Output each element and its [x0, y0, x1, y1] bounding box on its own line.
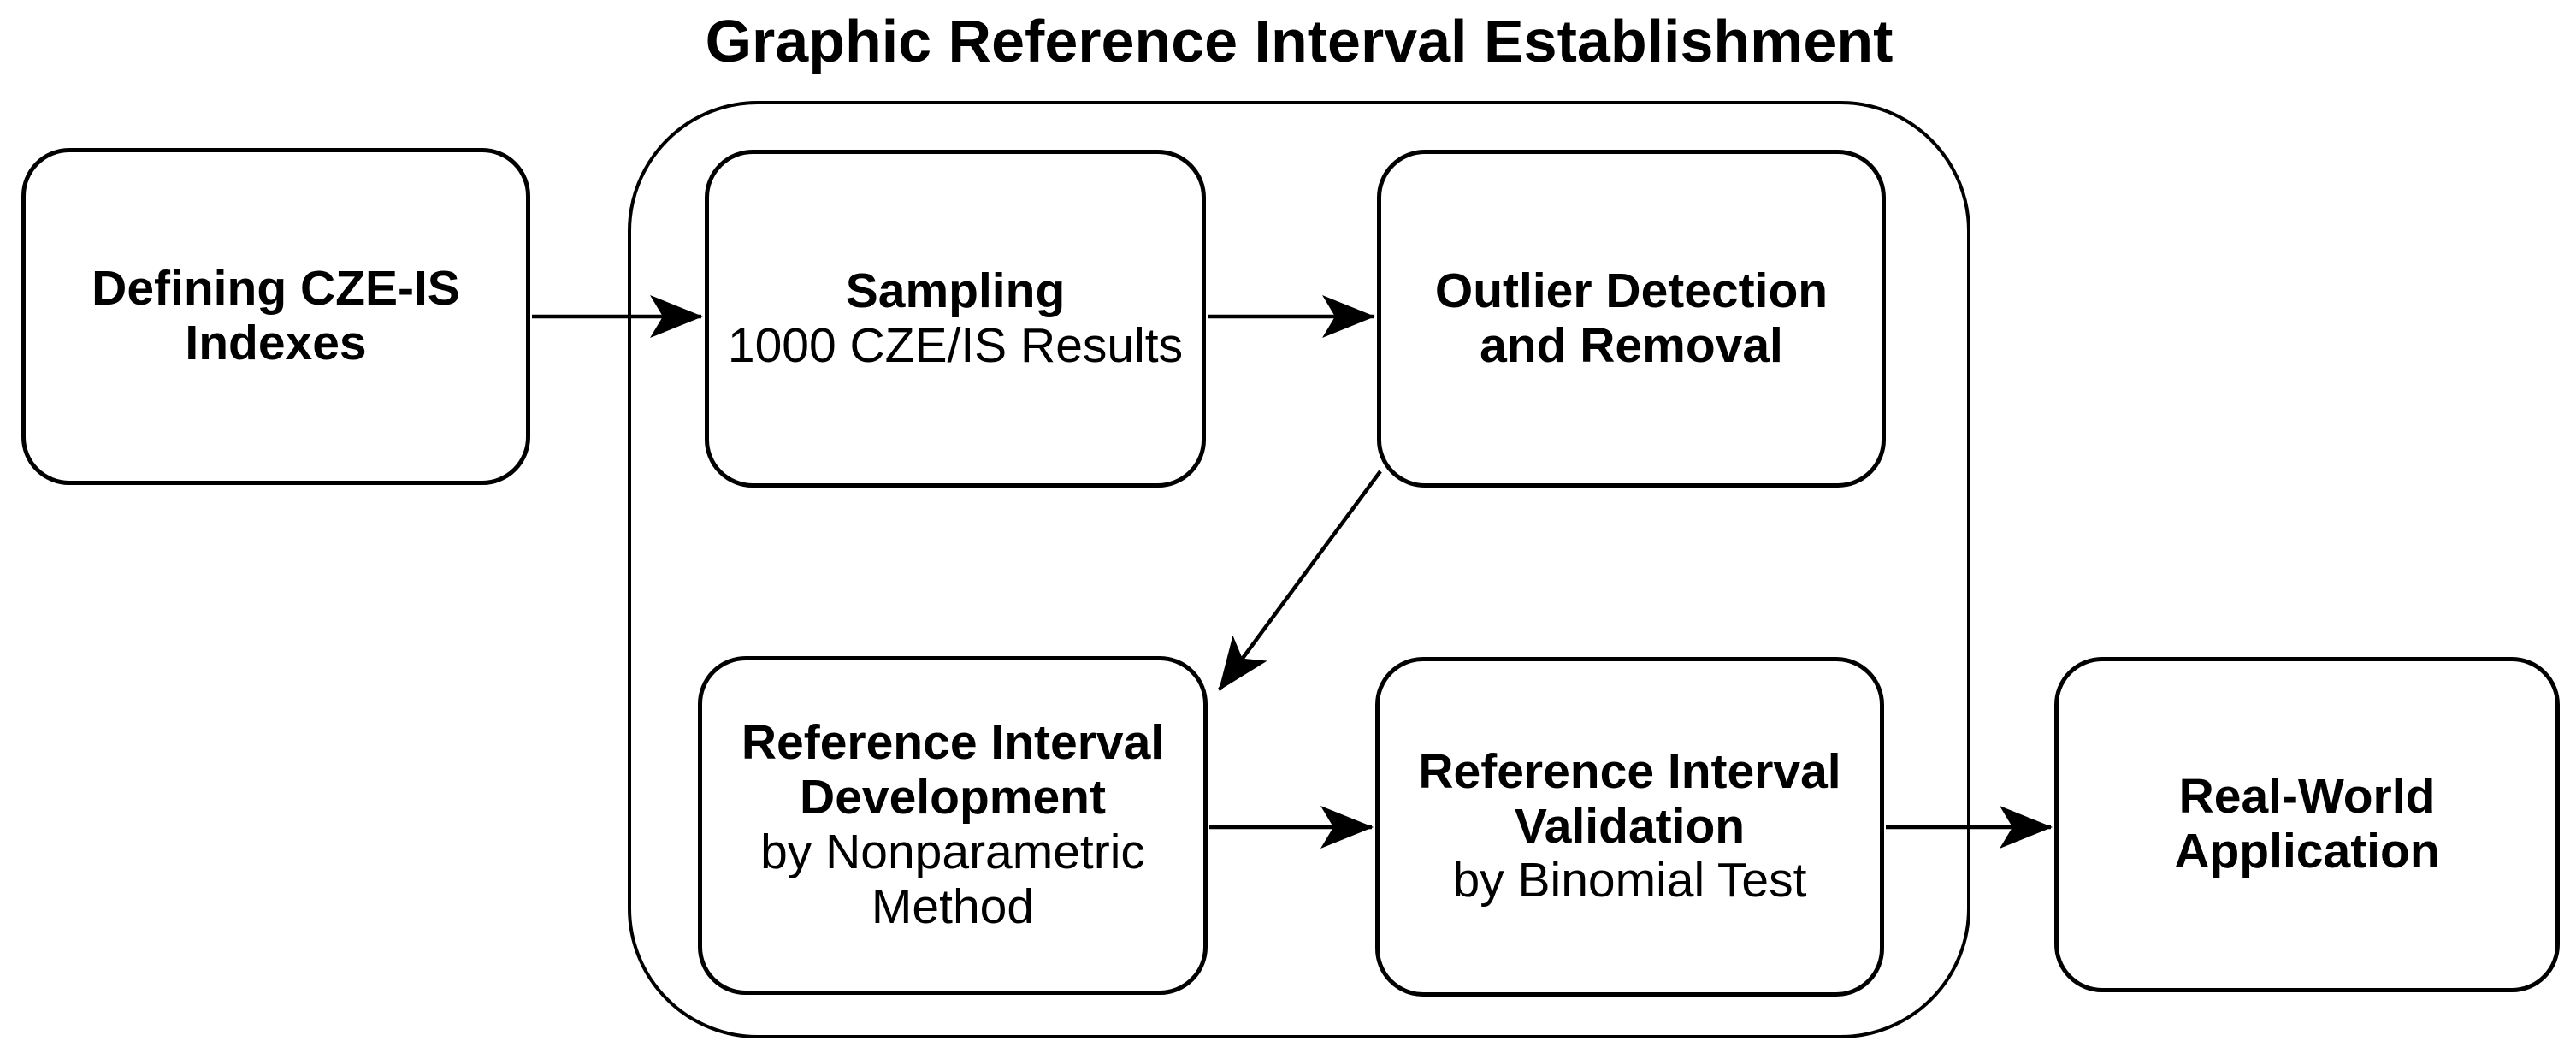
- node-outlier-detection-and-removal: Outlier Detection and Removal: [1377, 150, 1886, 488]
- node-sampling: Sampling 1000 CZE/IS Results: [705, 150, 1206, 488]
- diagram-title: Graphic Reference Interval Establishment: [705, 8, 1894, 74]
- node-reference-interval-development: Reference Interval Development by Nonpar…: [698, 656, 1208, 995]
- node-defining-cze-is-indexes: Defining CZE-IS Indexes: [21, 148, 530, 485]
- arrow-outlier-to-development: [1218, 470, 1382, 691]
- group-container-outline: [628, 101, 1970, 1038]
- node-real-world-application: Real-World Application: [2054, 657, 2560, 992]
- node-rival-label: Reference Interval Validation: [1418, 743, 1841, 854]
- node-reference-interval-validation: Reference Interval Validation by Binomia…: [1375, 657, 1884, 997]
- node-ridev-label: Reference Interval Development: [741, 715, 1165, 825]
- node-sampling-sublabel: 1000 CZE/IS Results: [727, 317, 1184, 373]
- node-rival-sublabel: by Binomial Test: [1452, 853, 1807, 908]
- node-outlier-label: Outlier Detection and Removal: [1434, 263, 1829, 373]
- node-ridev-sublabel: by Nonparametric Method: [760, 825, 1145, 934]
- node-sampling-label: Sampling: [845, 263, 1066, 318]
- node-realworld-label: Real-World Application: [2174, 769, 2440, 878]
- node-defining-label: Defining CZE-IS Indexes: [92, 261, 460, 370]
